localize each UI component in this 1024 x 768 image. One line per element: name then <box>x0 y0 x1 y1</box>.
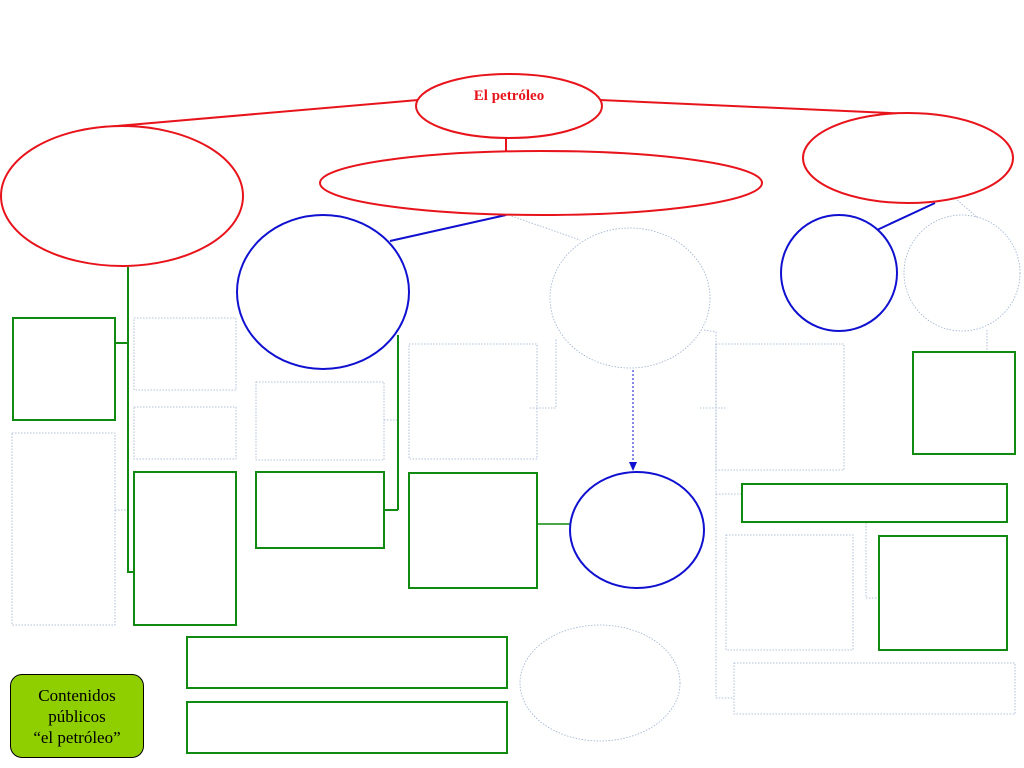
faint-box-6 <box>715 343 845 471</box>
faint-box-8 <box>733 662 1016 715</box>
faint-circle-bottom <box>519 624 681 742</box>
faint-line-right-to-circle <box>954 197 979 219</box>
ellipse-right <box>802 112 1014 204</box>
legend-line-1: Contenidos <box>38 685 116 705</box>
faint-bracket-spine <box>703 329 734 699</box>
legend-line-2: públicos <box>48 706 106 726</box>
faint-box-2 <box>133 406 237 460</box>
faint-box-5 <box>408 343 538 460</box>
ellipse-center <box>319 150 763 216</box>
circle-blue-right <box>780 214 898 332</box>
box-green-4 <box>408 472 538 589</box>
red-ellipses <box>0 73 1014 267</box>
faint-box-1 <box>133 317 237 391</box>
box-green-2 <box>133 471 237 626</box>
diagram-title: El petróleo <box>473 88 545 104</box>
legend-line-3: “el petróleo” <box>33 727 121 747</box>
faint-structure <box>11 197 1021 742</box>
faint-box-7 <box>725 534 854 651</box>
ellipse-root <box>415 73 603 139</box>
box-green-6 <box>741 483 1008 523</box>
connector-center-to-blue-circle <box>389 214 507 242</box>
blue-connectors <box>389 202 936 471</box>
legend-note: Contenidos públicos “el petróleo” <box>10 674 144 758</box>
faint-bracket-center <box>530 338 557 409</box>
red-connectors <box>104 99 913 152</box>
green-boxes <box>12 317 1016 754</box>
connector-right-to-blue-circle <box>876 202 936 231</box>
box-green-1 <box>12 317 116 421</box>
box-green-8 <box>186 636 508 689</box>
faint-line-center-to-circle <box>505 213 581 241</box>
arrow-head-icon <box>629 462 637 471</box>
faint-box-3 <box>11 432 116 626</box>
circle-blue-left <box>236 214 410 370</box>
faint-box-4 <box>255 381 385 461</box>
faint-circle-center <box>549 227 711 369</box>
box-green-3 <box>255 471 385 549</box>
faint-bracket-right <box>865 523 880 599</box>
box-green-9 <box>186 701 508 754</box>
connector-root-left <box>104 99 419 128</box>
box-green-5 <box>912 351 1016 455</box>
box-green-7 <box>878 535 1008 651</box>
connector-root-right <box>599 99 913 115</box>
ellipse-left <box>0 125 244 267</box>
faint-circle-right <box>903 214 1021 332</box>
blue-circles <box>236 214 898 589</box>
circle-blue-bottom <box>569 471 705 589</box>
